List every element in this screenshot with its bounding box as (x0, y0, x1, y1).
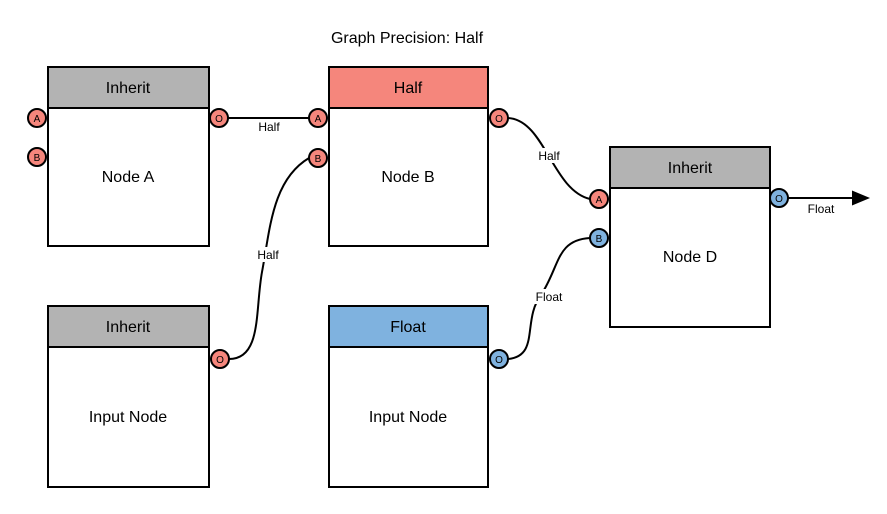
input-node-left: Inherit Input Node (47, 305, 210, 488)
node-b: Half Node B (328, 66, 489, 247)
input-node-middle: Float Input Node (328, 305, 489, 488)
input-node-left-port-o: O (210, 349, 230, 369)
node-b-header (328, 66, 489, 109)
edge-input-left-to-node-b-line (228, 157, 310, 360)
edge-input-middle-to-node-d: Float (507, 237, 591, 360)
node-b-port-o-letter: O (495, 114, 503, 125)
node-b-header-label: Half (394, 80, 423, 97)
node-b-label: Node B (381, 169, 434, 186)
node-a-header (47, 66, 210, 109)
edge-node-b-to-node-d-label-bg (533, 148, 566, 163)
node-d-port-a-letter: A (596, 195, 603, 206)
diagram-title: Graph Precision: Half (331, 30, 484, 47)
node-a-port-a: A (27, 108, 47, 128)
node-b-port-o: O (489, 108, 509, 128)
edge-node-a-to-node-b: Half (228, 117, 309, 134)
input-node-middle-port-o: O (489, 349, 509, 369)
node-a-label: Node A (102, 169, 155, 186)
node-b-port-o-circle (489, 108, 509, 128)
input-node-middle-label: Input Node (369, 409, 447, 426)
node-a-port-o: O (209, 108, 229, 128)
node-a-port-b-letter: B (34, 153, 41, 164)
node-d-port-o-letter: O (775, 194, 783, 205)
node-d-header (609, 146, 771, 189)
node-d-port-o: O (769, 188, 789, 208)
node-d-label: Node D (663, 249, 717, 266)
edge-input-middle-to-node-d-label: Float (536, 290, 563, 304)
node-d-port-b-letter: B (596, 234, 603, 245)
node-a-port-a-letter: A (34, 114, 41, 125)
node-b-port-a-circle (308, 108, 328, 128)
node-d: Inherit Node D (609, 146, 771, 328)
input-node-middle-port-o-letter: O (495, 355, 503, 366)
input-node-left-header-label: Inherit (106, 319, 151, 336)
node-d-port-b-circle (589, 228, 609, 248)
node-a-port-b: B (27, 147, 47, 167)
node-b-port-b-circle (308, 148, 328, 168)
edge-input-left-to-node-b-label-bg (252, 247, 285, 262)
edge-input-middle-to-node-d-label-bg (532, 289, 568, 304)
input-node-middle-header-label: Float (390, 319, 426, 336)
input-node-middle-port-o-circle (489, 349, 509, 369)
node-d-port-o-circle (769, 188, 789, 208)
node-b-port-a-letter: A (315, 114, 322, 125)
edge-node-b-to-node-d: Half (507, 117, 591, 200)
node-b-port-a: A (308, 108, 328, 128)
node-b-port-b-letter: B (315, 154, 322, 165)
node-a-port-a-circle (27, 108, 47, 128)
node-a-port-o-circle (209, 108, 229, 128)
edge-node-d-output-label: Float (808, 202, 835, 216)
node-a-header-label: Inherit (106, 80, 151, 97)
node-d-port-a-circle (589, 189, 609, 209)
input-node-left-port-o-letter: O (216, 355, 224, 366)
input-node-left-port-o-circle (210, 349, 230, 369)
node-a-port-b-circle (27, 147, 47, 167)
edge-node-d-output: Float (788, 190, 870, 216)
edge-node-a-to-node-b-label: Half (258, 120, 280, 134)
input-node-left-label: Input Node (89, 409, 167, 426)
node-d-port-b: B (589, 228, 609, 248)
input-node-middle-header (328, 305, 489, 348)
node-a-port-o-letter: O (215, 114, 223, 125)
node-d-header-label: Inherit (668, 160, 713, 177)
node-d-port-a: A (589, 189, 609, 209)
node-b-port-b: B (308, 148, 328, 168)
edge-input-left-to-node-b: Half (228, 157, 310, 360)
input-node-left-header (47, 305, 210, 348)
node-a: Inherit Node A (47, 66, 210, 247)
edge-input-left-to-node-b-label: Half (257, 248, 279, 262)
edge-node-b-to-node-d-label: Half (538, 149, 560, 163)
edge-node-d-output-arrowhead-icon (852, 190, 870, 206)
